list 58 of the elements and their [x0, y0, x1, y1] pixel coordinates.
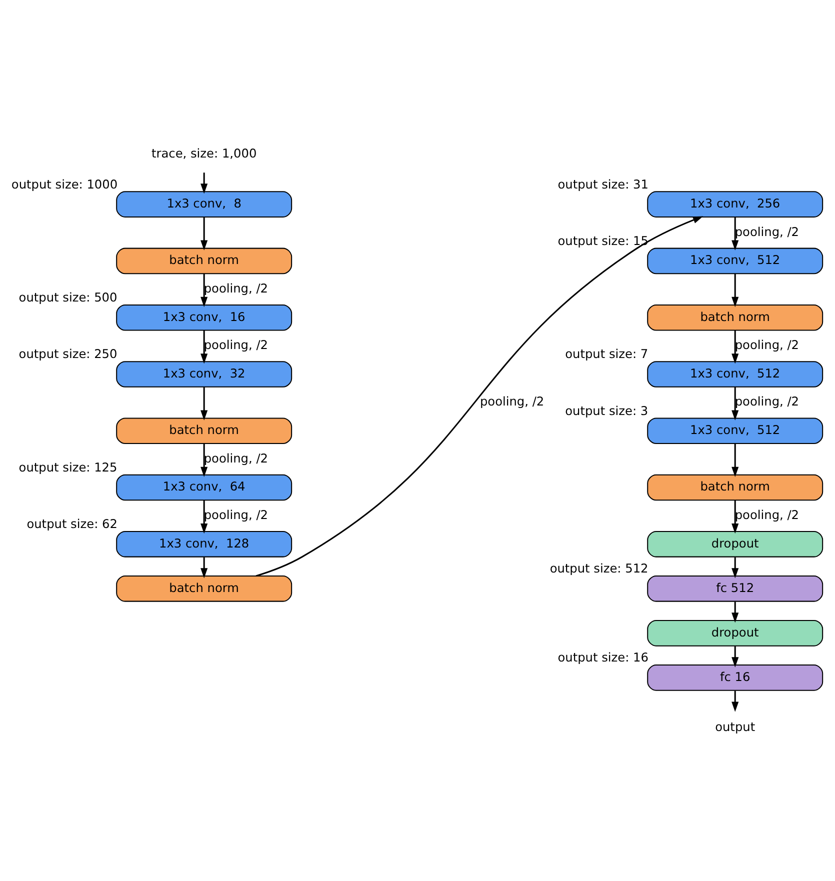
arrow	[200, 500, 208, 534]
arrow	[732, 330, 739, 364]
node-label: output size: 3	[565, 403, 648, 418]
node-box: fc 16	[647, 664, 824, 690]
edge-label: pooling, /2	[734, 394, 800, 408]
arrow	[732, 601, 739, 622]
arrow	[732, 443, 739, 476]
arrow	[732, 386, 739, 420]
node-label: output size: 500	[18, 290, 118, 304]
node-box: batch norm	[116, 417, 292, 444]
node-box: batch norm	[116, 247, 292, 274]
node-box: batch norm	[647, 474, 824, 500]
node-box: 1x3 conv, 128	[116, 530, 292, 557]
node-box: dropout	[647, 530, 824, 557]
node-label: output size: 7	[565, 346, 648, 361]
edge-label: pooling, /2	[204, 450, 268, 465]
node-box: 1x3 conv, 512	[647, 247, 824, 274]
node-box: 1x3 conv, 8	[116, 190, 292, 217]
edge-label: pooling, /2	[204, 338, 268, 352]
arrow	[200, 172, 208, 194]
edge-label: pooling, /2	[734, 507, 800, 522]
node-box: 1x3 conv, 32	[116, 360, 292, 387]
node-label: output size: 125	[18, 460, 118, 474]
edge-label: pooling, /2	[734, 338, 800, 352]
arrow	[200, 556, 208, 578]
arrow	[256, 216, 704, 576]
arrow	[200, 216, 208, 250]
arrow	[200, 386, 208, 420]
arrow	[200, 273, 208, 307]
arrow	[732, 500, 739, 534]
node-box: 1x3 conv, 64	[116, 474, 292, 500]
node-box: 1x3 conv, 16	[116, 304, 292, 330]
arrow	[200, 443, 208, 476]
node-box: 1x3 conv, 512	[647, 417, 824, 444]
node-label: output size: 512	[550, 561, 648, 576]
node-label: output size: 1000	[11, 176, 118, 191]
node-text: trace, size: 1,000	[151, 146, 257, 160]
edge-label: pooling, /2	[734, 224, 800, 238]
arrow	[732, 273, 739, 307]
node-text: output	[715, 719, 756, 734]
arrow	[732, 690, 739, 712]
arrow	[732, 216, 739, 250]
node-label: output size: 16	[558, 650, 648, 664]
edge-label: pooling, /2	[204, 507, 268, 522]
node-label: output size: 62	[26, 516, 118, 531]
arrow	[732, 556, 739, 578]
node-box: dropout	[647, 620, 824, 646]
node-box: 1x3 conv, 512	[647, 360, 824, 387]
edge-label: pooling, /2	[204, 280, 268, 295]
edge-label: pooling, /2	[480, 394, 544, 408]
node-label: output size: 31	[558, 176, 648, 191]
node-box: batch norm	[116, 575, 292, 602]
node-box: batch norm	[647, 304, 824, 330]
node-box: fc 512	[647, 575, 824, 602]
arrow	[200, 330, 208, 364]
arrow	[732, 646, 739, 667]
node-label: output size: 250	[18, 346, 118, 361]
node-box: 1x3 conv, 256	[647, 190, 824, 217]
